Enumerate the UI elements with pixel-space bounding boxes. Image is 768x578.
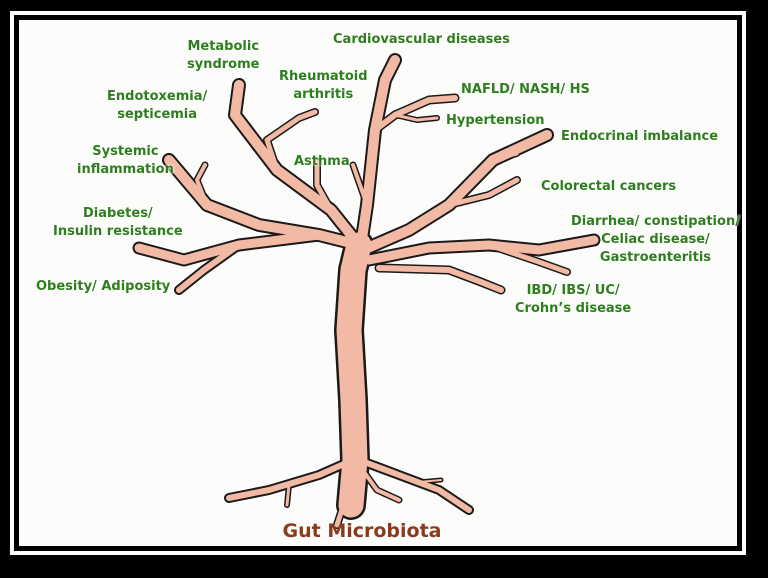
label-endocrinal: Endocrinal imbalance — [561, 129, 719, 144]
label-endotoxemia: Endotoxemia/ septicemia — [107, 89, 208, 122]
label-obesity: Obesity/ Adiposity — [36, 279, 171, 294]
label-rheumatoid-arthritis: Rheumatoid arthritis — [279, 69, 368, 102]
tree-illustration — [132, 53, 601, 529]
label-metabolic-syndrome: Metabolic syndrome — [187, 39, 260, 72]
tree-fill — [134, 55, 599, 528]
label-hypertension: Hypertension — [446, 113, 545, 128]
label-ibd: IBD/ IBS/ UC/ Crohn’s disease — [515, 283, 632, 316]
diagram-title: Gut Microbiota — [282, 520, 442, 542]
label-nafld: NAFLD/ NASH/ HS — [461, 82, 590, 97]
diagram-canvas: Cardiovascular diseases Metabolic syndro… — [19, 20, 740, 546]
label-colorectal: Colorectal cancers — [541, 179, 677, 194]
label-diarrhea: Diarrhea/ constipation/ Celiac disease/ … — [571, 214, 740, 265]
label-cardiovascular: Cardiovascular diseases — [333, 32, 510, 47]
label-diabetes: Diabetes/ Insulin resistance — [53, 206, 183, 239]
label-systemic-inflammation: Systemic inflammation — [77, 144, 174, 177]
label-asthma: Asthma — [294, 154, 350, 169]
